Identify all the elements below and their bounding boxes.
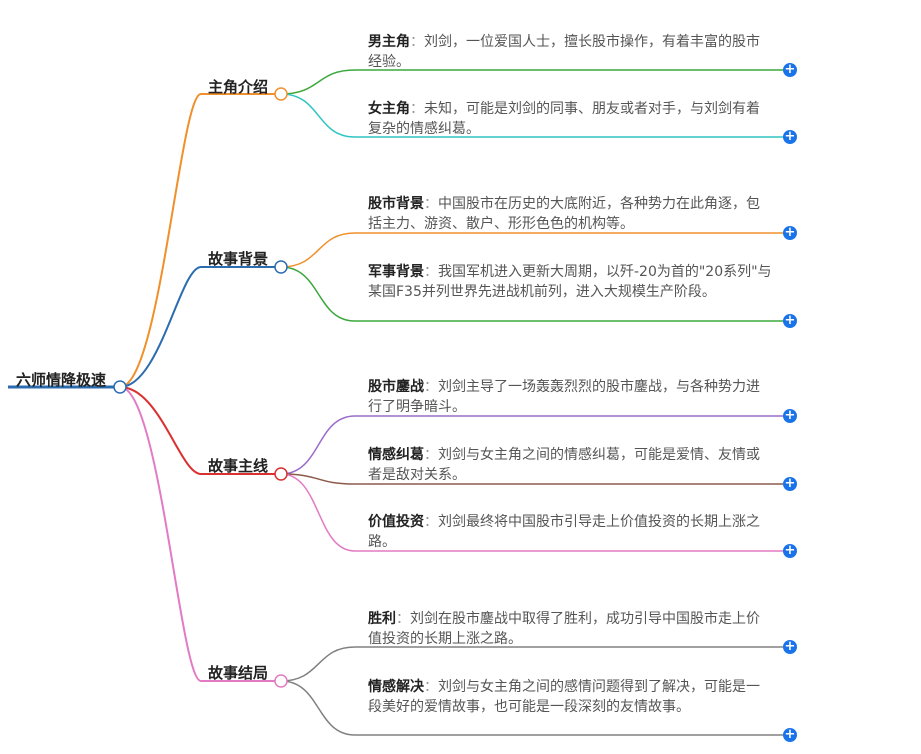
leaf-text: 我国军机进入更新大周期，以歼-20为首的"20系列"与某国F35并列世界先进战机… (368, 264, 772, 300)
leaf-key: 股市背景 (368, 196, 424, 212)
leaf-topic[interactable]: 军事背景：我国军机进入更新大周期，以歼-20为首的"20系列"与某国F35并列世… (368, 264, 772, 300)
leaf-connector (280, 680, 783, 736)
branch-label: 故事背景 (208, 250, 269, 268)
branch-topic-protagonists[interactable]: 主角介绍 (208, 76, 268, 97)
branch-connector (119, 386, 281, 682)
leaf-text: 刘剑，一位爱国人士，擅长股市操作，有着丰富的股市经验。 (368, 34, 760, 70)
expand-plus-icon[interactable]: + (783, 129, 797, 144)
leaf-text: 刘剑在股市鏖战中取得了胜利，成功引导中国股市走上价值投资的长期上涨之路。 (368, 611, 760, 647)
leaf-connector (280, 646, 783, 682)
branch-collapse-node[interactable] (274, 467, 288, 481)
branch-label: 故事主线 (208, 457, 269, 475)
branch-connector (119, 266, 281, 388)
root-topic[interactable]: 六师情降极速 (16, 369, 106, 390)
leaf-connector (280, 473, 783, 485)
leaf-connector (280, 415, 783, 475)
leaf-text: 刘剑最终将中国股市引导走上价值投资的长期上涨之路。 (368, 514, 760, 550)
leaf-topic[interactable]: 胜利：刘剑在股市鏖战中取得了胜利，成功引导中国股市走上价值投资的长期上涨之路。 (368, 611, 760, 647)
leaf-text: 中国股市在历史的大底附近，各种势力在此角逐，包括主力、游资、散户、形形色色的机构… (368, 196, 760, 232)
leaf-key: 胜利 (368, 611, 396, 627)
leaf-topic[interactable]: 情感纠葛：刘剑与女主角之间的情感纠葛，可能是爱情、友情或者是敌对关系。 (368, 447, 760, 483)
leaf-connector (280, 93, 783, 138)
expand-plus-icon[interactable]: + (783, 727, 797, 742)
leaf-connector (280, 473, 783, 552)
leaf-key: 股市鏖战 (368, 379, 424, 395)
leaf-key: 女主角 (368, 101, 410, 117)
expand-plus-icon[interactable]: + (783, 639, 797, 654)
branch-topic-ending[interactable]: 故事结局 (208, 662, 268, 683)
branch-topic-background[interactable]: 故事背景 (208, 248, 268, 269)
branch-connector (119, 93, 281, 388)
expand-plus-icon[interactable]: + (783, 225, 797, 240)
branch-connector (119, 386, 281, 475)
expand-plus-icon[interactable]: + (783, 476, 797, 491)
leaf-text: 刘剑与女主角之间的情感纠葛，可能是爱情、友情或者是敌对关系。 (368, 447, 760, 483)
leaf-text: 未知，可能是刘剑的同事、朋友或者对手，与刘剑有着复杂的情感纠葛。 (368, 101, 760, 137)
branch-topic-mainline[interactable]: 故事主线 (208, 455, 268, 476)
root-collapse-node[interactable] (113, 380, 127, 394)
leaf-topic[interactable]: 女主角：未知，可能是刘剑的同事、朋友或者对手，与刘剑有着复杂的情感纠葛。 (368, 101, 760, 137)
branch-collapse-node[interactable] (274, 260, 288, 274)
branch-label: 主角介绍 (208, 78, 269, 96)
leaf-key: 男主角 (368, 34, 410, 50)
leaf-key: 价值投资 (368, 514, 424, 530)
leaf-topic[interactable]: 股市背景：中国股市在历史的大底附近，各种势力在此角逐，包括主力、游资、散户、形形… (368, 196, 760, 232)
leaf-topic[interactable]: 价值投资：刘剑最终将中国股市引导走上价值投资的长期上涨之路。 (368, 514, 760, 550)
leaf-topic[interactable]: 男主角：刘剑，一位爱国人士，擅长股市操作，有着丰富的股市经验。 (368, 34, 760, 70)
branch-label: 故事结局 (208, 664, 269, 682)
branch-collapse-node[interactable] (274, 674, 288, 688)
expand-plus-icon[interactable]: + (783, 313, 797, 328)
leaf-key: 军事背景 (368, 264, 424, 280)
leaf-text: 刘剑与女主角之间的感情问题得到了解决，可能是一段美好的爱情故事，也可能是一段深刻… (368, 679, 760, 715)
root-topic-label: 六师情降极速 (16, 371, 107, 389)
branch-collapse-node[interactable] (274, 87, 288, 101)
leaf-connector (280, 69, 783, 95)
expand-plus-icon[interactable]: + (783, 408, 797, 423)
leaf-topic[interactable]: 情感解决：刘剑与女主角之间的感情问题得到了解决，可能是一段美好的爱情故事，也可能… (368, 679, 760, 715)
leaf-key: 情感解决 (368, 679, 424, 695)
expand-plus-icon[interactable]: + (783, 543, 797, 558)
leaf-connector (280, 266, 783, 322)
leaf-topic[interactable]: 股市鏖战：刘剑主导了一场轰轰烈烈的股市鏖战，与各种势力进行了明争暗斗。 (368, 379, 760, 415)
leaf-text: 刘剑主导了一场轰轰烈烈的股市鏖战，与各种势力进行了明争暗斗。 (368, 379, 760, 415)
expand-plus-icon[interactable]: + (783, 62, 797, 77)
leaf-connector (280, 232, 783, 268)
leaf-key: 情感纠葛 (368, 447, 424, 463)
